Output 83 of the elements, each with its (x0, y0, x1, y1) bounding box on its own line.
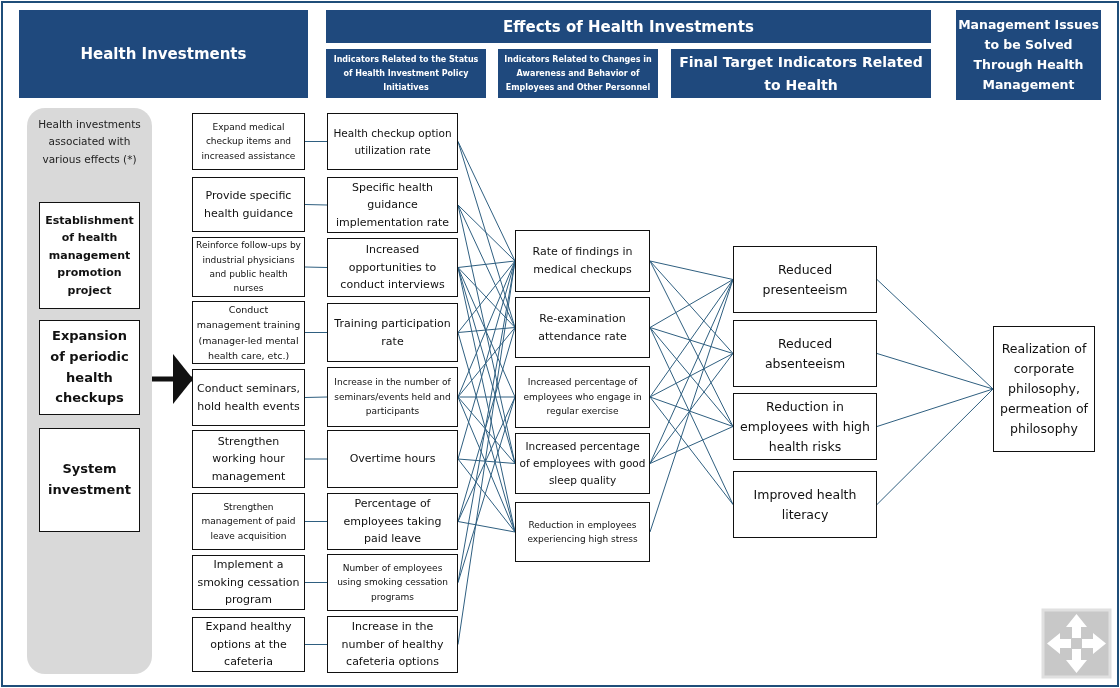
connector-line (152, 354, 193, 404)
process-box: Reinforce follow-ups by industrial physicians and public health nurses (192, 237, 305, 297)
connector-line (457, 327, 516, 333)
connector-line (649, 260, 734, 427)
process-box: Reduction in employees with high health risks (733, 393, 877, 460)
process-box: Overtime hours (327, 430, 458, 488)
connector-line (304, 332, 328, 333)
header-banner: Final Target Indicators Related to Health (671, 49, 931, 98)
investment-panel (27, 108, 152, 674)
process-box: Re-examination attendance rate (515, 297, 650, 358)
connector-line (457, 260, 516, 333)
process-box: Reduced absenteeism (733, 320, 877, 387)
connector-line (304, 396, 328, 398)
process-box: Rate of findings in medical checkups (515, 230, 650, 292)
process-box: Increased percentage of employees with good sleep quality (515, 433, 650, 494)
process-box: Implement a smoking cessation program (192, 555, 305, 610)
process-box: Strengthen working hour management (192, 430, 305, 488)
connector-line (457, 396, 516, 398)
connector-line (649, 353, 734, 398)
connector-line (457, 267, 516, 328)
connector-line (457, 396, 516, 583)
connector-line (457, 396, 516, 464)
process-box: Training participation rate (327, 303, 458, 362)
connector-line (457, 458, 516, 464)
connector-line (304, 266, 328, 268)
connector-line (876, 388, 994, 427)
subheader-banner: Indicators Related to the Status of Health Investment Policy Initiatives (326, 49, 486, 98)
process-box: Expand medical checkup items and increased assistance (192, 113, 305, 170)
connector-line (457, 521, 516, 533)
connector-line (649, 279, 734, 328)
connector-line (457, 141, 516, 262)
process-box: Reduction in employees experiencing high stress (515, 502, 650, 562)
connector-line (649, 279, 734, 398)
process-box: Specific health guidance implementation rate (327, 177, 458, 233)
connector-line (457, 327, 516, 398)
process-box: Expand healthy options at the cafeteria (192, 617, 305, 672)
process-box: Percentage of employees taking paid leave (327, 493, 458, 550)
connector-line (649, 396, 734, 427)
process-box: Strengthen management of paid leave acquisition (192, 493, 305, 550)
process-box: Conduct seminars, hold health events (192, 369, 305, 426)
connector-line (649, 327, 734, 427)
connector-line (876, 388, 994, 505)
connector-line (457, 204, 516, 262)
connector-line (649, 327, 734, 505)
connector-line (649, 396, 734, 505)
investment-box: System investment (39, 428, 140, 532)
connector-line (649, 426, 734, 464)
connector-line (876, 279, 994, 390)
connector-line (304, 644, 328, 645)
connector-line (649, 279, 734, 464)
process-box: Improved health literacy (733, 471, 877, 538)
process-box: Increase in the number of healthy cafeteria options (327, 616, 458, 673)
process-box: Realization of corporate philosophy, permeation of philosophy (993, 326, 1095, 452)
connector-line (304, 582, 328, 583)
connector-line (649, 327, 734, 354)
process-box: Provide specific health guidance (192, 177, 305, 232)
connector-line (304, 521, 328, 522)
connector-line (649, 353, 734, 464)
process-box: Increase in the number of seminars/events held and participants (327, 367, 458, 427)
process-box: Increased percentage of employees who engage in regular exercise (515, 366, 650, 428)
connector-line (304, 141, 328, 142)
process-box: Increased opportunities to conduct interviews (327, 238, 458, 297)
connector-line (876, 353, 994, 390)
connector-line (457, 141, 516, 328)
connector-line (649, 260, 734, 280)
header-banner: Management Issues to be Solved Through Health Management (956, 10, 1101, 100)
connector-line (649, 279, 734, 533)
process-box: Health checkup option utilization rate (327, 113, 458, 170)
process-box: Reduced presenteeism (733, 246, 877, 313)
process-box: Conduct management training (manager-led mental health care, etc.) (192, 301, 305, 364)
investment-box: Expansion of periodic health checkups (39, 320, 140, 415)
header-banner: Health Investments (19, 10, 308, 98)
process-box: Number of employees using smoking cessation programs (327, 554, 458, 611)
connector-line (457, 260, 516, 268)
connector-line (649, 260, 734, 354)
connector-line (304, 458, 328, 460)
panel-heading: Health investments associated with various effects (*) (37, 117, 142, 167)
subheader-banner: Indicators Related to Changes in Awareness and Behavior of Employees and Other Personnel (498, 49, 658, 98)
header-banner: Effects of Health Investments (326, 10, 931, 43)
connector-line (457, 458, 516, 533)
connector-line (457, 204, 516, 328)
connector-line (304, 204, 328, 206)
investment-box: Establishment of health management promotion project (39, 202, 140, 309)
